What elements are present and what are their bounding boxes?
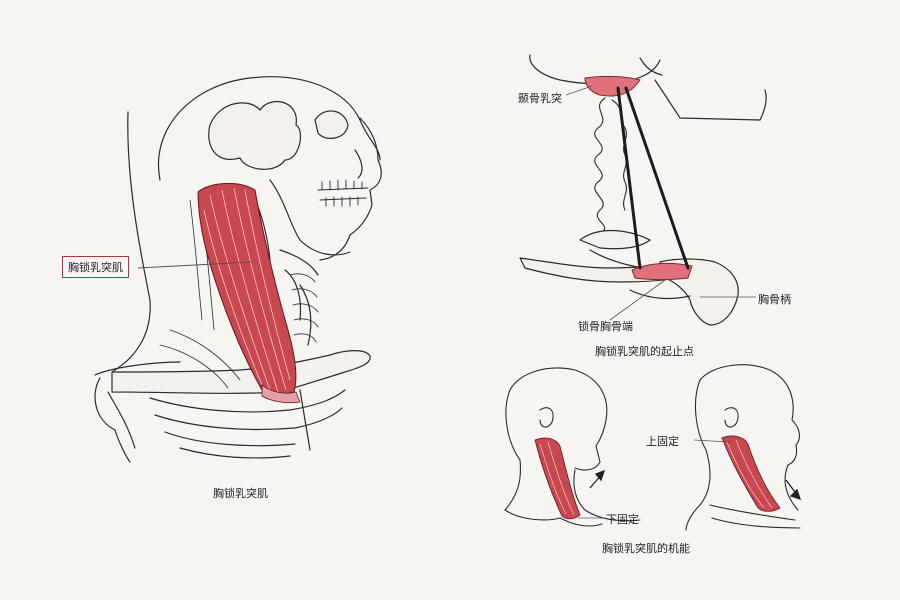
function-head-left bbox=[504, 367, 641, 527]
function-head-right bbox=[685, 364, 801, 531]
mastoid-leader bbox=[565, 85, 593, 96]
mandible bbox=[269, 179, 351, 256]
sternoclavicular-leader bbox=[609, 279, 666, 321]
rib-cage bbox=[149, 389, 346, 459]
arrow-down-icon bbox=[785, 479, 802, 501]
main-figure-caption: 胸锁乳突肌 bbox=[213, 487, 268, 500]
trachea bbox=[289, 273, 319, 343]
main-muscle-label: 胸锁乳突肌 bbox=[62, 256, 129, 278]
manubrium-label: 胸骨柄 bbox=[758, 293, 791, 306]
arrow-up-icon bbox=[589, 469, 606, 489]
attachment-figure-caption: 胸锁乳突肌的起止点 bbox=[595, 345, 694, 358]
skull-outline bbox=[158, 76, 381, 181]
scm-muscle-right-figure bbox=[721, 435, 781, 512]
scm-attachment-lines bbox=[616, 86, 690, 270]
main-neck-illustration bbox=[94, 76, 382, 463]
attachment-illustration bbox=[519, 54, 767, 326]
function-figure-caption: 胸锁乳突肌的机能 bbox=[602, 542, 690, 555]
fixed-lower-label: 下固定 bbox=[606, 513, 639, 526]
clavicle-main bbox=[111, 350, 371, 394]
fixed-upper-leader bbox=[693, 439, 731, 443]
scm-muscle-main bbox=[197, 183, 301, 404]
sternoclavicular-label: 锁骨胸骨端 bbox=[578, 320, 633, 333]
teeth-row bbox=[317, 179, 369, 207]
fixed-upper-label: 上固定 bbox=[646, 435, 679, 448]
main-label-leader bbox=[137, 261, 253, 269]
scm-muscle-left-figure bbox=[534, 437, 581, 520]
mastoid-label: 颞骨乳突 bbox=[518, 92, 562, 105]
